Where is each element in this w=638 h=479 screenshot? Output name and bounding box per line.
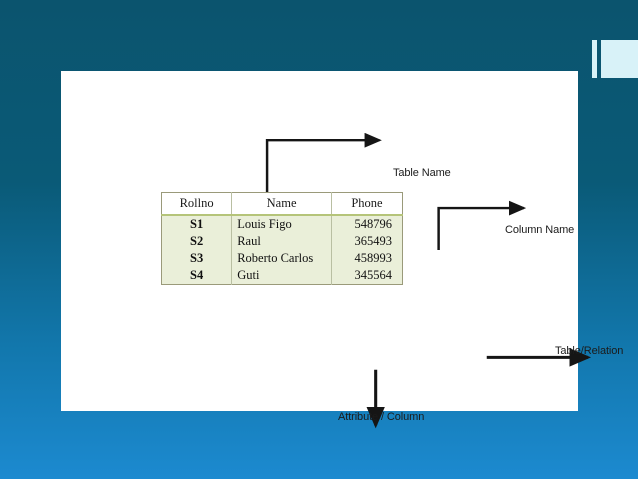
annotation-table-relation: Table/Relation bbox=[555, 345, 624, 357]
decoration-block bbox=[601, 40, 638, 78]
table-row: S3 Roberto Carlos 458993 bbox=[161, 250, 403, 267]
table-row: S4 Guti 345564 bbox=[161, 267, 403, 285]
cell-phone: 365493 bbox=[354, 234, 393, 248]
table-row: S1 Louis Figo 548796 bbox=[161, 215, 403, 233]
cell-phone: 345564 bbox=[354, 268, 393, 282]
column-header-name: Name bbox=[231, 192, 332, 216]
cell-name: Roberto Carlos bbox=[231, 250, 332, 267]
cell-phone: 458993 bbox=[354, 251, 393, 265]
table-header-row: Rollno Name Phone bbox=[161, 192, 403, 216]
column-header-rollno: Rollno bbox=[161, 192, 233, 216]
cell-rollno: S4 bbox=[161, 267, 233, 285]
annotation-table-name: Table Name bbox=[393, 167, 451, 179]
cell-phone: 548796 bbox=[354, 217, 393, 231]
column-header-phone: Phone bbox=[331, 192, 403, 216]
arrow-table-name bbox=[265, 132, 382, 196]
cell-rollno: S2 bbox=[161, 233, 233, 250]
students-table: Rollno Name Phone S1 Louis Figo 548796 S… bbox=[161, 192, 403, 285]
cell-rollno: S1 bbox=[161, 215, 233, 233]
cell-rollno: S3 bbox=[161, 250, 233, 267]
table-row: S2 Raul 365493 bbox=[161, 233, 403, 250]
annotation-column-name: Column Name bbox=[505, 224, 575, 236]
annotation-attribute-column: Attribute / Column bbox=[338, 411, 425, 423]
decoration-bar bbox=[592, 40, 597, 78]
content-panel: STUDENTS Table Name Column Name Table/Re… bbox=[61, 71, 623, 429]
cell-name: Raul bbox=[231, 233, 332, 250]
cell-name: Guti bbox=[231, 267, 332, 285]
cell-name: Louis Figo bbox=[231, 215, 332, 233]
